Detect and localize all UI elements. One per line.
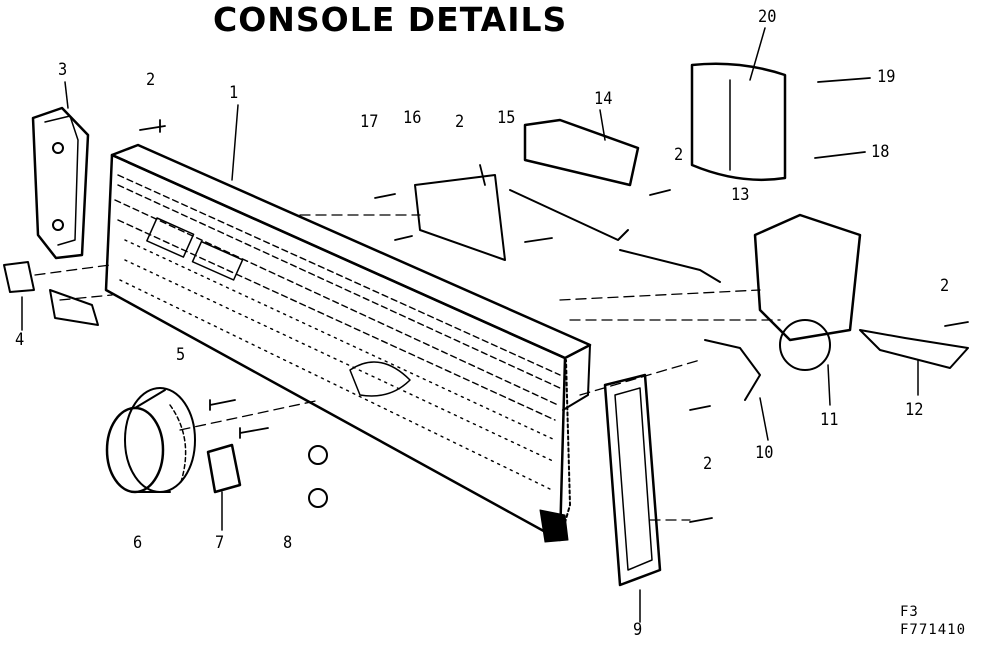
knob [105,387,196,494]
left-end-cap [31,81,90,260]
console-panel [104,104,592,543]
small-fasteners [814,77,871,159]
callout-10: 10 [755,443,774,463]
callout-3: 3 [58,60,68,80]
right-end-cap [603,373,662,623]
diagram-title: CONSOLE DETAILS [213,0,568,39]
callout-14: 14 [594,89,613,109]
callout-5: 5 [176,345,186,365]
callout-13: 13 [731,185,750,205]
alignment-lines [34,214,781,521]
callout-18: 18 [871,142,890,162]
bracket-assembly [414,174,721,283]
callout-7: 7 [215,533,225,553]
callout-19: 19 [877,67,896,87]
callout-1: 1 [229,83,239,103]
callout-2: 2 [940,276,950,296]
cylinder [690,27,787,182]
callout-6: 6 [133,533,143,553]
callout-2: 2 [674,145,684,165]
control-module [523,109,640,187]
figure-code-line2: F771410 [900,622,967,638]
callout-11: 11 [820,410,839,430]
screws [139,119,969,523]
callout-4: 4 [15,330,25,350]
timer-motor [753,213,862,406]
callout-16: 16 [403,108,422,128]
mounting-bracket [859,329,969,396]
callout-15: 15 [497,108,516,128]
callout-20: 20 [758,7,777,27]
callout-2: 2 [146,70,156,90]
clip-part [3,261,99,331]
callout-12: 12 [905,400,924,420]
figure-code-line1: F3 [900,604,919,620]
linkage [704,339,769,441]
grommet [308,445,328,508]
callout-8: 8 [283,533,293,553]
callout-2: 2 [703,454,713,474]
callout-2: 2 [455,112,465,132]
callout-9: 9 [633,620,643,640]
switch [206,443,242,531]
callout-17: 17 [360,112,379,132]
